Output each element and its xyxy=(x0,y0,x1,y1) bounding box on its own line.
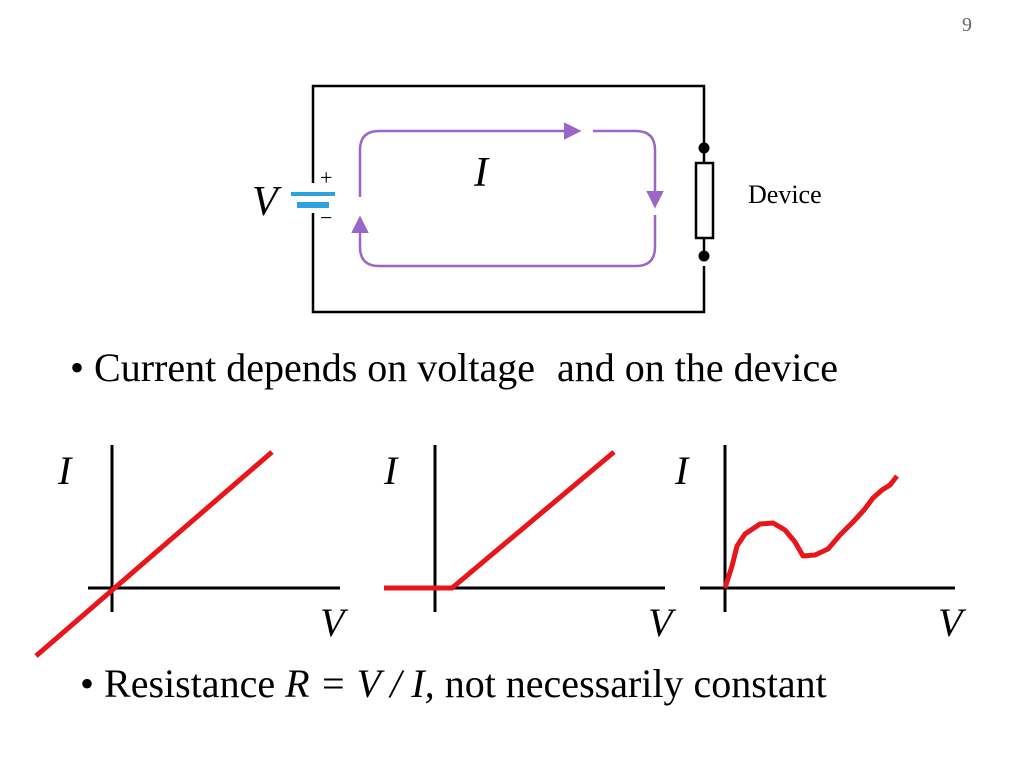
circuit-wire xyxy=(311,84,706,314)
minus-sign: − xyxy=(320,205,332,230)
device-resistor xyxy=(694,161,715,240)
graph2-y-label: I xyxy=(383,448,399,493)
graph2-x-label: V xyxy=(648,600,677,645)
graph1-curve xyxy=(34,450,274,658)
current-label: I xyxy=(473,150,490,196)
graph3-x-label: V xyxy=(938,600,967,645)
device-label: Device xyxy=(748,180,822,209)
current-loop-bottom xyxy=(351,215,657,268)
bullet2-prefix: Resistance xyxy=(104,661,286,706)
bullet2-i: I, xyxy=(411,661,435,706)
bullet2-suffix: not necessarily constant xyxy=(434,661,827,706)
current-loop-right xyxy=(593,129,664,209)
circuit-diagram: + − V I Device xyxy=(252,84,822,314)
graph3-y-label: I xyxy=(674,448,690,493)
bullet-marker: • xyxy=(70,345,85,390)
graph1-y-label: I xyxy=(57,448,73,493)
bullet1-part2: and on the device xyxy=(557,345,839,390)
bullet2-r: R xyxy=(285,661,310,706)
page-number: 9 xyxy=(962,14,972,36)
graph3-curve xyxy=(722,474,899,589)
graph-linear: I V xyxy=(34,445,349,658)
bullet1-part1: Current depends on voltage xyxy=(94,345,536,390)
bullet-marker: • xyxy=(80,661,95,706)
graph1-x-label: V xyxy=(320,600,349,645)
current-loop-top xyxy=(358,122,582,197)
graph-diode: I V xyxy=(383,445,677,645)
bullet-current-depends: • Current depends on voltage and on the d… xyxy=(70,344,838,391)
plus-sign: + xyxy=(320,165,332,190)
bullet2-eq: = xyxy=(309,661,357,706)
voltage-label: V xyxy=(252,179,282,225)
graph-negative-resistance: I V xyxy=(674,445,967,645)
graph2-curve xyxy=(384,450,616,591)
bullet-resistance: • Resistance R = V / I, not necessarily … xyxy=(80,660,827,707)
bullet2-v: V xyxy=(356,661,381,706)
bullet2-slash: / xyxy=(380,661,412,706)
